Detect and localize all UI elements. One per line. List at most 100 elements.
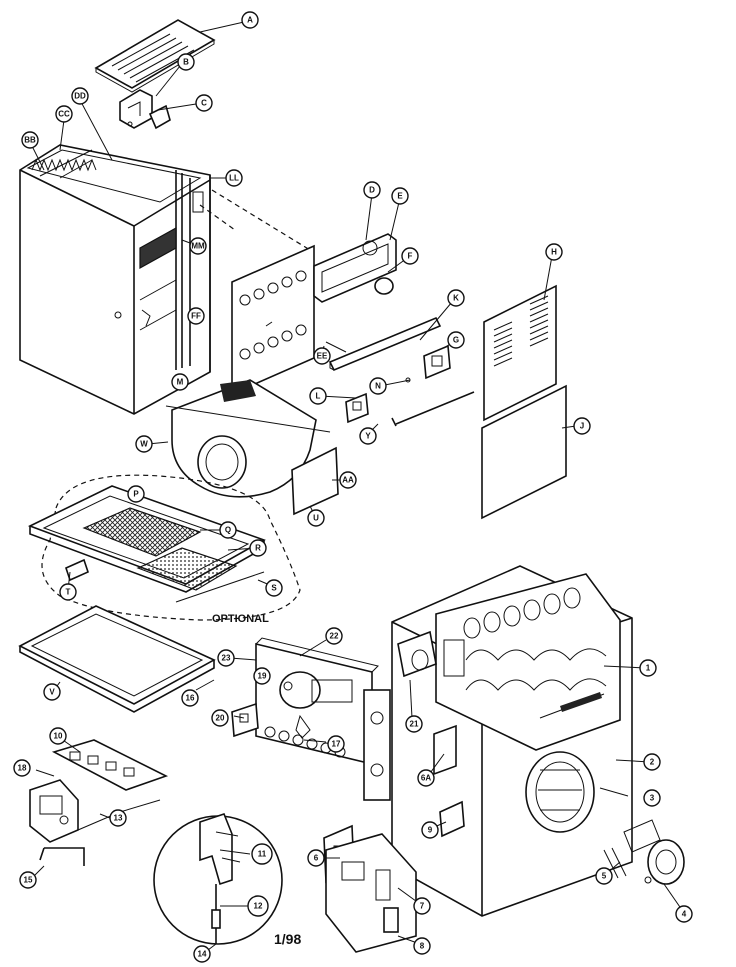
callout-23: 23 [217, 649, 235, 667]
svg-text:DD: DD [74, 92, 86, 101]
ignitor-detail [153, 813, 283, 945]
svg-text:Q: Q [225, 526, 231, 535]
svg-text:19: 19 [258, 672, 267, 681]
svg-text:AA: AA [342, 476, 354, 485]
svg-text:W: W [140, 440, 148, 449]
blower-door-panel [291, 446, 339, 516]
callout-K: K [447, 289, 465, 307]
callout-13: 13 [109, 809, 127, 827]
svg-text:2: 2 [650, 758, 655, 767]
callout-F: F [401, 247, 419, 265]
callout-C: C [195, 94, 213, 112]
svg-text:N: N [375, 382, 381, 391]
svg-text:D: D [369, 186, 375, 195]
callout-BB: BB [21, 131, 39, 149]
svg-text:12: 12 [254, 902, 263, 911]
svg-text:11: 11 [258, 850, 267, 859]
callout-N: N [369, 377, 387, 395]
wire [325, 341, 347, 353]
callout-L: L [309, 387, 327, 405]
svg-text:22: 22 [330, 632, 339, 641]
callout-U: U [307, 509, 325, 527]
svg-text:G: G [453, 336, 459, 345]
svg-text:9: 9 [428, 826, 433, 835]
svg-text:10: 10 [54, 732, 63, 741]
svg-text:H: H [551, 248, 557, 257]
svg-text:MM: MM [191, 242, 205, 251]
callout-G: G [447, 331, 465, 349]
callout-DD: DD [71, 87, 89, 105]
callout-T: T [59, 583, 77, 601]
svg-text:23: 23 [222, 654, 231, 663]
callout-12: 12 [247, 895, 269, 917]
svg-text:13: 13 [114, 814, 123, 823]
gas-line [39, 847, 85, 866]
callout-P: P [127, 485, 145, 503]
svg-text:F: F [408, 252, 413, 261]
svg-text:S: S [271, 584, 277, 593]
callout-H: H [545, 243, 563, 261]
svg-text:14: 14 [198, 950, 207, 959]
blower-motor [603, 819, 685, 885]
svg-text:8: 8 [420, 942, 425, 951]
callout-E: E [391, 187, 409, 205]
callout-8: 8 [413, 937, 431, 955]
callout-4: 4 [675, 905, 693, 923]
assembly-leader-2 [199, 204, 236, 231]
svg-text:V: V [49, 688, 55, 697]
door-switch-bracket [119, 89, 153, 129]
svg-text:16: 16 [186, 694, 195, 703]
flue-tube [295, 714, 311, 739]
callout-M: M [171, 373, 189, 391]
door-switch [148, 104, 171, 130]
svg-text:6A: 6A [421, 774, 431, 783]
svg-text:LL: LL [229, 174, 239, 183]
svg-text:4: 4 [682, 910, 687, 919]
callout-19: 19 [253, 667, 271, 685]
svg-text:5: 5 [602, 872, 607, 881]
svg-text:M: M [177, 378, 184, 387]
callout-17: 17 [327, 735, 345, 753]
inducer-assembly [397, 630, 437, 678]
vent-flange [363, 689, 391, 801]
callout-CC: CC [55, 105, 73, 123]
blower-housing [165, 379, 331, 498]
partition-panel [231, 244, 315, 396]
upper-cabinet [19, 144, 211, 415]
gas-valve [29, 779, 79, 843]
heat-exchanger [435, 573, 621, 751]
svg-text:E: E [397, 192, 403, 201]
callout-14: 14 [193, 945, 211, 963]
svg-text:B: B [183, 58, 189, 67]
callout-6A: 6A [417, 769, 435, 787]
callout-EE: EE [313, 347, 331, 365]
callout-22: 22 [325, 627, 343, 645]
control-panel [255, 637, 379, 766]
svg-text:CC: CC [58, 110, 70, 119]
svg-text:P: P [133, 490, 139, 499]
callout-3: 3 [643, 789, 661, 807]
svg-text:1: 1 [646, 664, 651, 673]
svg-text:C: C [201, 99, 207, 108]
support-rod [391, 391, 475, 427]
callout-11: 11 [251, 843, 273, 865]
callout-AA: AA [339, 471, 357, 489]
svg-text:T: T [66, 588, 71, 597]
assembly-leader [211, 189, 311, 251]
limit-control-6a [433, 724, 457, 776]
svg-text:EE: EE [317, 352, 328, 361]
svg-text:U: U [313, 514, 319, 523]
bottom-base-pan [18, 605, 216, 713]
callout-FF: FF [187, 307, 205, 325]
svg-text:FF: FF [191, 312, 201, 321]
blower-wheel-lower [525, 751, 595, 833]
callout-16: 16 [181, 689, 199, 707]
svg-text:Y: Y [365, 432, 371, 441]
burner-bracket [328, 316, 442, 372]
callout-2: 2 [643, 753, 661, 771]
limit-switch [423, 344, 451, 380]
callout-V: V [43, 683, 61, 701]
bracket-9 [439, 800, 465, 838]
svg-text:L: L [316, 392, 321, 401]
callout-J: J [573, 417, 591, 435]
